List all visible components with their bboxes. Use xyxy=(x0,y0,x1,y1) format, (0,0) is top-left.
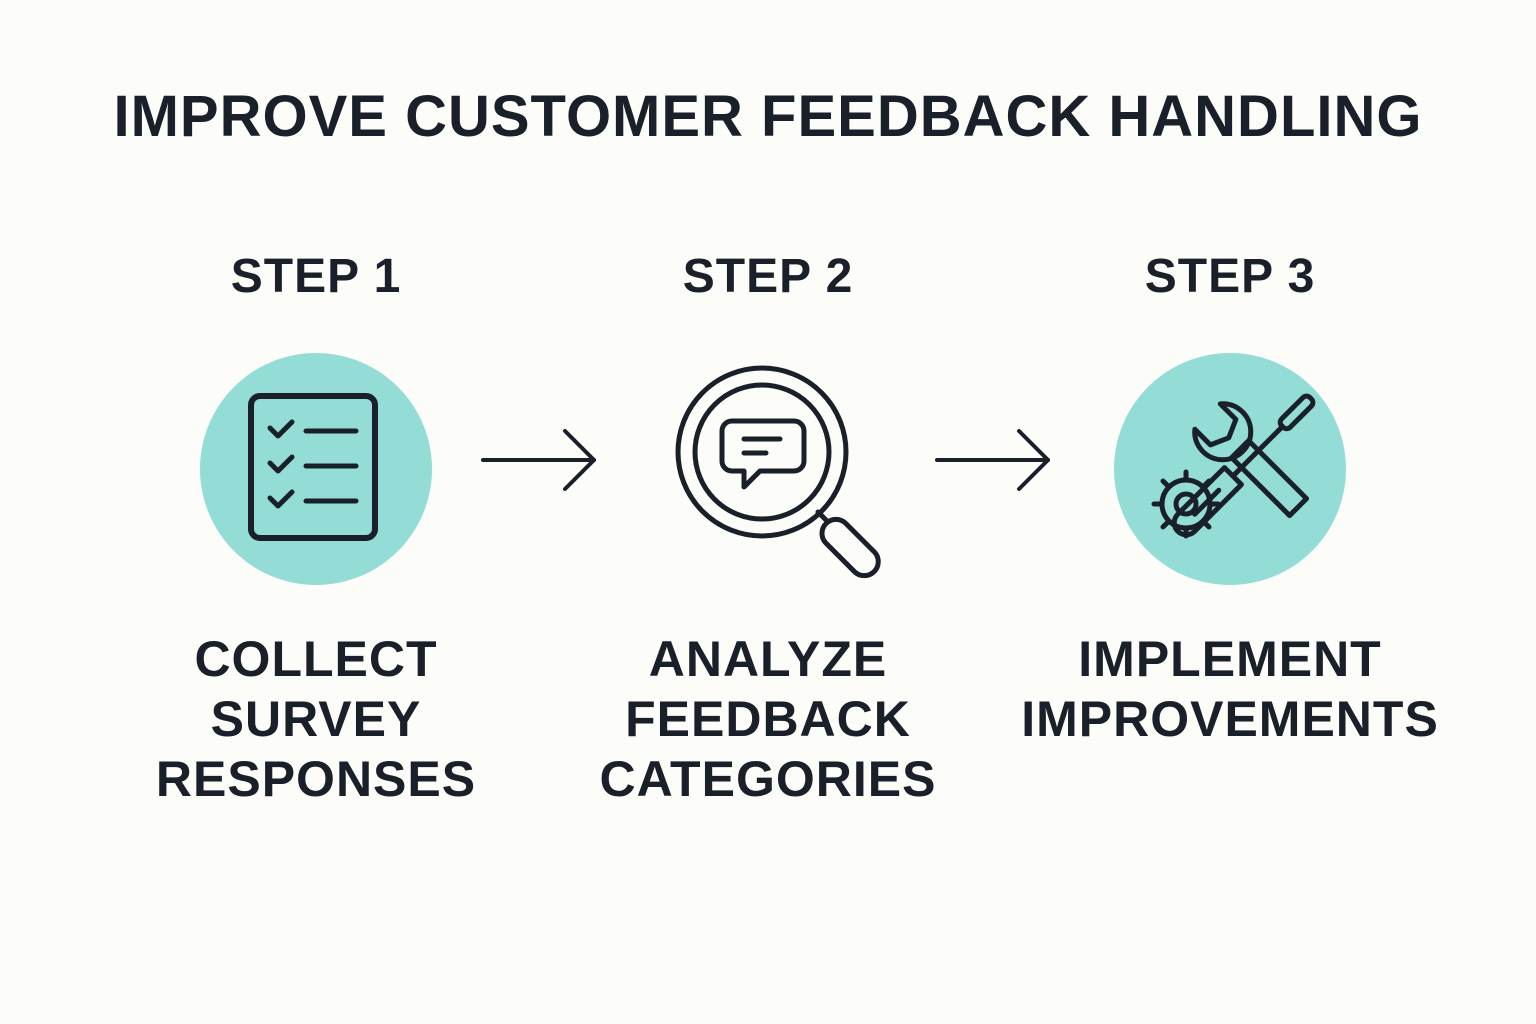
diagram-title: IMPROVE CUSTOMER FEEDBACK HANDLING xyxy=(113,84,1423,149)
step-2-label: STEP 2 xyxy=(682,250,854,303)
step-1-label: STEP 1 xyxy=(230,250,402,303)
step-3-description-line: IMPLEMENT xyxy=(1078,631,1382,687)
checklist-icon xyxy=(196,349,436,589)
step-2-description-line: CATEGORIES xyxy=(599,751,937,807)
step-1-description-line: RESPONSES xyxy=(155,751,477,807)
step-3: STEP 3 xyxy=(1010,246,1450,749)
step-2-description-line: FEEDBACK xyxy=(625,691,911,747)
step-1-description-line: SURVEY xyxy=(210,691,422,747)
step-2: STEP 2 ANALYZE FEEDBACK CATEGORIES xyxy=(548,246,988,809)
step-3-label: STEP 3 xyxy=(1144,250,1316,303)
magnifier-chat-icon xyxy=(648,349,888,589)
step-1: STEP 1 COLLECT SURVEY RESPONSES xyxy=(96,246,536,809)
step-1-description-line: COLLECT xyxy=(194,631,438,687)
step-1-description: COLLECT SURVEY RESPONSES xyxy=(96,629,536,809)
step-2-description-line: ANALYZE xyxy=(648,631,888,687)
right-arrow-icon xyxy=(934,428,1058,492)
step-2-description: ANALYZE FEEDBACK CATEGORIES xyxy=(548,629,988,809)
step-3-description: IMPLEMENT IMPROVEMENTS xyxy=(1010,629,1450,749)
step-3-description-line: IMPROVEMENTS xyxy=(1021,691,1439,747)
tools-gear-icon xyxy=(1110,349,1350,589)
right-arrow-icon xyxy=(480,428,604,492)
